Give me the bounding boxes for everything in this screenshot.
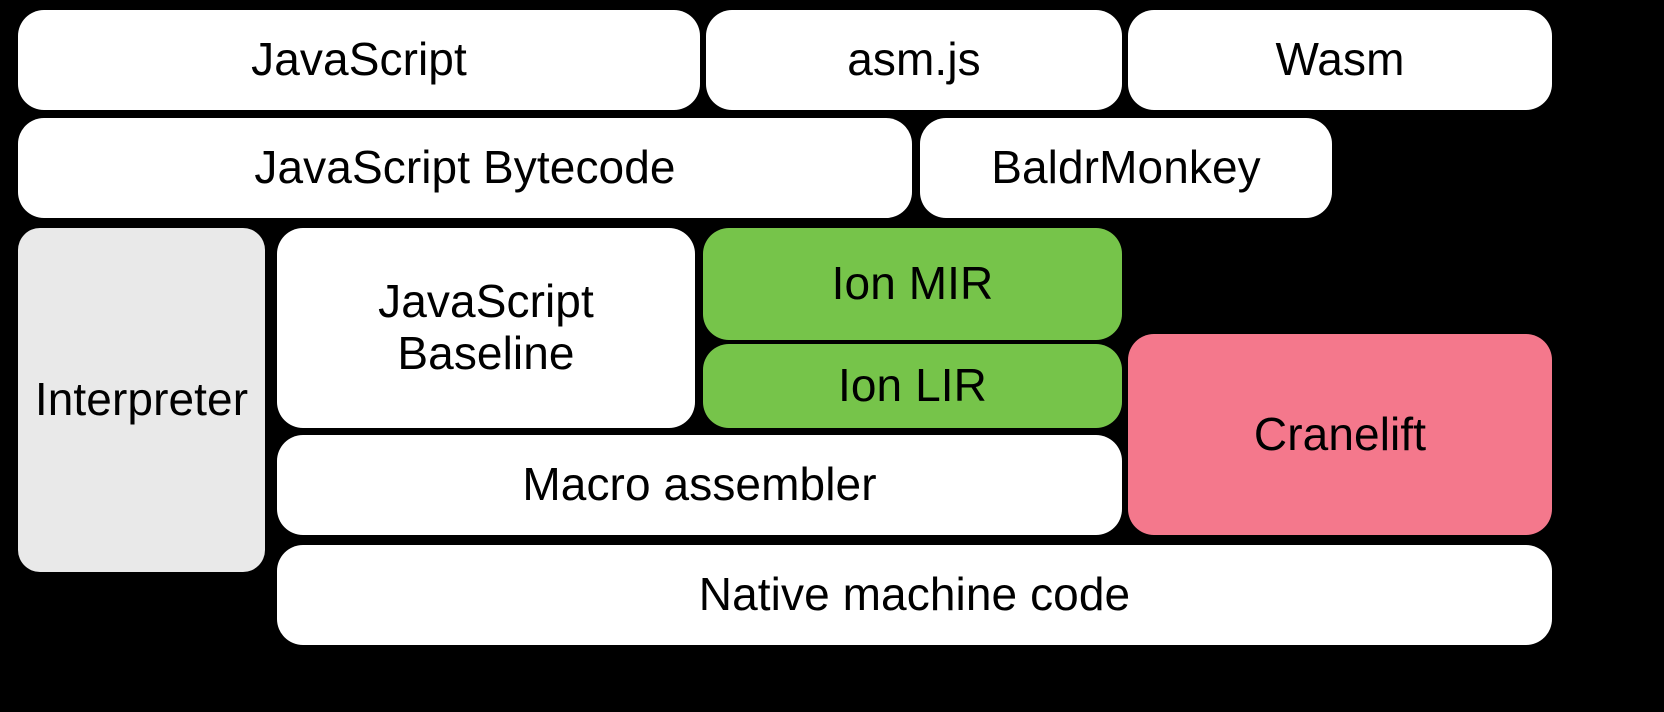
node-javascript-bytecode: JavaScript Bytecode bbox=[18, 118, 912, 218]
node-cranelift: Cranelift bbox=[1128, 334, 1552, 535]
node-ion-mir: Ion MIR bbox=[703, 228, 1122, 340]
node-native-machine-code: Native machine code bbox=[277, 545, 1552, 645]
node-javascript: JavaScript bbox=[18, 10, 700, 110]
node-asm-js: asm.js bbox=[706, 10, 1122, 110]
node-interpreter: Interpreter bbox=[18, 228, 265, 572]
node-wasm: Wasm bbox=[1128, 10, 1552, 110]
node-macro-assembler: Macro assembler bbox=[277, 435, 1122, 535]
node-ion-lir: Ion LIR bbox=[703, 344, 1122, 428]
node-javascript-baseline: JavaScript Baseline bbox=[277, 228, 695, 428]
node-baldrmonkey: BaldrMonkey bbox=[920, 118, 1332, 218]
